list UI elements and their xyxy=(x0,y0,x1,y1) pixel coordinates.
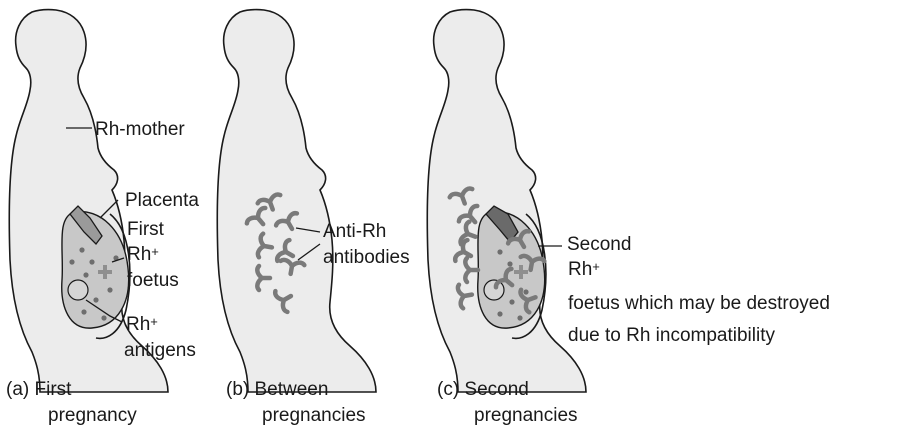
label-rh-text-a: Rh xyxy=(127,244,151,265)
label-antibodies: antibodies xyxy=(323,246,410,269)
caption-a-line2: pregnancy xyxy=(48,404,137,427)
caption-c-line2: pregnancies xyxy=(474,404,578,427)
label-incompatibility: due to Rh incompatibility xyxy=(568,324,775,347)
label-rh-plus-antigens: Rh+ xyxy=(126,313,158,336)
label-second: Second xyxy=(567,233,631,256)
mother-silhouette-b xyxy=(217,10,376,392)
label-antigen-rh-text: Rh xyxy=(126,314,150,335)
label-rh-sign-a: + xyxy=(151,244,159,259)
caption-b-line1: (b) Between xyxy=(226,378,328,401)
label-rh-plus-a: Rh+ xyxy=(127,243,159,266)
panel-c-figure xyxy=(427,10,586,392)
caption-a-line1: (a) First xyxy=(6,378,71,401)
label-placenta: Placenta xyxy=(125,189,199,212)
label-antigens: antigens xyxy=(124,339,196,362)
label-rh-plus-c: Rh+ xyxy=(568,258,600,281)
label-foetus-a: foetus xyxy=(127,269,179,292)
label-rh-text-c: Rh xyxy=(568,259,592,280)
label-rh-mother: Rh-mother xyxy=(95,118,185,141)
label-antigen-rh-sign: + xyxy=(150,314,158,329)
label-foetus-destroyed: foetus which may be destroyed xyxy=(568,292,830,315)
panel-b-figure xyxy=(217,10,376,392)
label-first: First xyxy=(127,218,164,241)
label-anti-rh: Anti-Rh xyxy=(323,220,386,243)
label-rh-sign-c: + xyxy=(592,259,600,274)
mother-silhouette-c xyxy=(427,10,586,392)
caption-c-line1: (c) Second xyxy=(437,378,529,401)
foetus-head-a xyxy=(68,280,88,300)
caption-b-line2: pregnancies xyxy=(262,404,366,427)
